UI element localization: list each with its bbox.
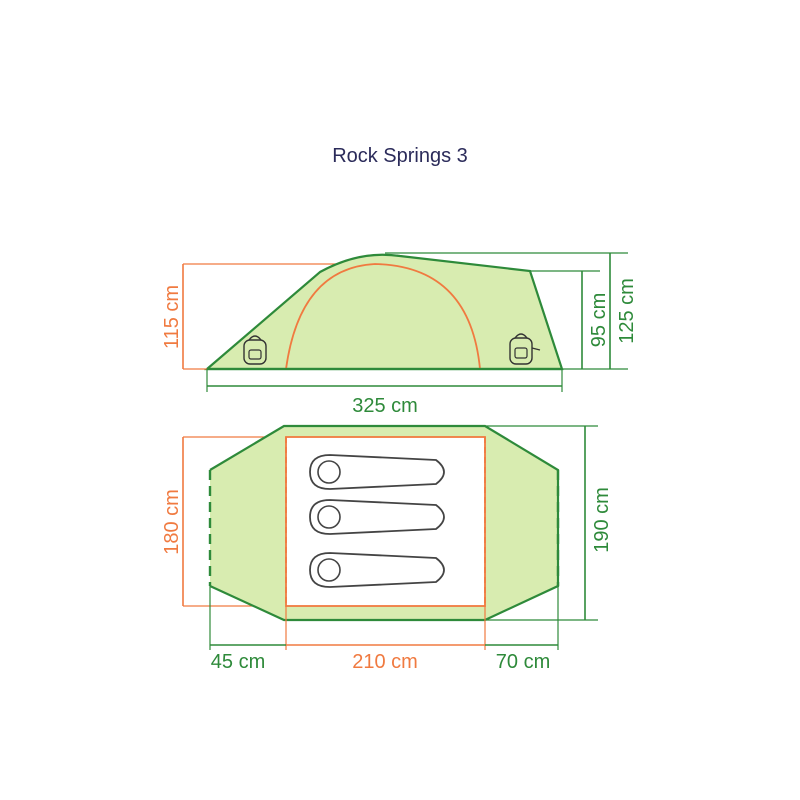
side-rear-height-label: 95 cm xyxy=(588,293,610,347)
floor-outer-width-label: 190 cm xyxy=(591,487,613,553)
floor-plan: 180 cm 190 cm 45 cm 210 cm 70 cm xyxy=(161,424,613,673)
floor-inner-width-label: 180 cm xyxy=(161,489,183,555)
side-tent-shell xyxy=(204,253,564,371)
backpack-icon xyxy=(509,333,541,365)
sleeping-bag xyxy=(309,499,445,535)
backpack-icon xyxy=(243,335,267,365)
side-inner-arch xyxy=(285,263,481,370)
side-total-height-label: 125 cm xyxy=(616,278,638,344)
side-length-label: 325 cm xyxy=(352,395,418,417)
inner-length-label: 210 cm xyxy=(352,651,418,673)
sleeping-bag xyxy=(309,454,445,490)
diagram-title: Rock Springs 3 xyxy=(332,145,468,167)
sleeping-bag xyxy=(309,552,445,588)
rear-vestibule-label: 70 cm xyxy=(496,651,550,673)
front-vestibule-label: 45 cm xyxy=(211,651,265,673)
side-height-label: 115 cm xyxy=(161,285,183,349)
side-view: 115 cm 95 cm 125 cm 325 cm xyxy=(161,252,638,417)
